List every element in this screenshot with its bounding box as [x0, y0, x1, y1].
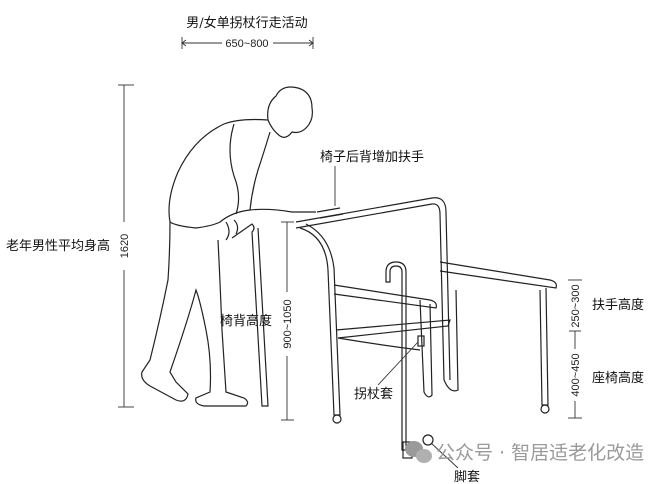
cane-cover-label: 拐杖套: [354, 386, 393, 402]
wechat-icon: [405, 441, 432, 463]
title: 男/女单拐杖行走活动: [186, 15, 307, 31]
body-height-label: 老年男性平均身高: [6, 238, 110, 254]
back-handrail-label: 椅子后背增加扶手: [320, 150, 424, 165]
armrest-height-label: 扶手高度: [592, 297, 644, 313]
walk-width-value: 650~800: [225, 38, 268, 50]
armrest-height-value: 250~300: [570, 284, 582, 327]
chair-back-height-value: 900~1050: [282, 299, 294, 348]
body-height-dimension: [118, 84, 134, 408]
cane: [385, 261, 434, 459]
armrest-seat-dimension: [568, 279, 582, 419]
walk-width-dimension: [181, 37, 314, 49]
chair: [295, 197, 557, 424]
cane-cover-leader: [377, 341, 419, 386]
seat-height-label: 座椅高度: [592, 370, 644, 386]
elderly-man-figure: [141, 86, 316, 407]
seat-height-value: 400~450: [570, 353, 582, 396]
watermark: 公众号 · 智居适老化改造: [436, 442, 644, 464]
foot-cover-label: 脚套: [454, 469, 480, 484]
chair-back-height-label: 椅背高度: [220, 313, 272, 329]
body-height-value: 1620: [119, 234, 131, 258]
foot-cover-leader: [430, 442, 459, 469]
chair-back-height-dimension: [281, 221, 294, 421]
